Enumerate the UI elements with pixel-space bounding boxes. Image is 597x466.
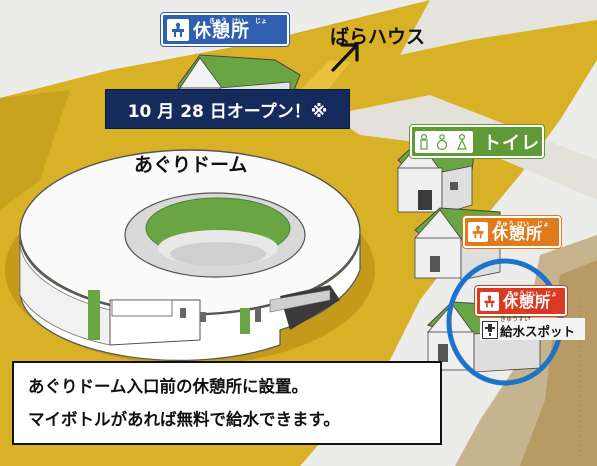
caption-box: あぐりドーム入口前の休憩所に設置。 マイボトルがあれば無料で給水できます。 [12,361,442,445]
rose-house-label: ばらハウス [330,26,426,48]
rest-area-label-top: 休憩所 [193,20,250,42]
toilet-sign: トイレ [409,124,545,159]
water-spot-ruby: きゅうすい [500,316,531,323]
rest-area-ruby-3: じょ [545,291,558,298]
rest-area-ruby-2: けい [517,221,530,228]
caption-line-1: あぐりドーム入口前の休憩所に設置。 [28,377,309,396]
water-spot-label-group: きゅうすい 給水スポット [480,316,585,340]
rest-area-icon [468,222,488,242]
caption-line-2: マイボトルがあれば無料で給水できます。 [28,410,340,429]
rest-area-sign-middle: 休憩所 きゅう けい じょ [462,215,562,249]
opening-banner: 10 月 28 日オープン！※ [105,89,350,129]
rest-area-ruby-3: じょ [255,18,268,25]
rest-area-ruby-1: きゅう [507,291,526,298]
water-spot-label: 給水スポット [500,324,576,339]
rest-area-icon [480,291,499,311]
rest-area-label-middle: 休憩所 [492,224,544,243]
rest-area-ruby-2: けい [526,291,539,298]
rest-area-sign-bottom: 休憩所 きゅう けい じょ [474,285,568,317]
toilet-icon [415,130,473,153]
rest-area-ruby-1: きゅう [496,221,515,228]
agri-dome-label: あぐりドーム [134,154,248,176]
rest-area-ruby-3: じょ [537,221,550,228]
water-tap-icon [482,321,498,339]
rest-area-label-bottom: 休憩所 [503,292,552,311]
rest-area-icon [167,18,189,41]
toilet-label: トイレ [483,132,540,154]
arrow-up-right-icon [331,43,359,72]
rest-area-sign-top: 休憩所 きゅう けい じょ [160,12,290,47]
rest-area-ruby-2: けい [232,18,245,25]
rest-area-ruby-1: きゅう [209,18,228,25]
